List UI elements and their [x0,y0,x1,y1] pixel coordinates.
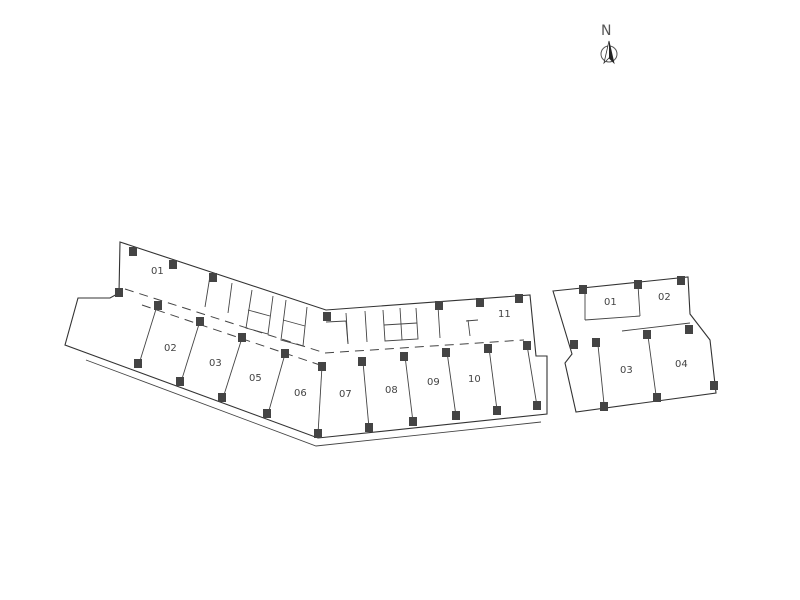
column [643,330,651,339]
east-divider [647,335,657,396]
column [685,325,693,334]
column [515,294,523,303]
unit-label-m06[interactable]: 06 [294,388,307,399]
core-partitions [204,275,479,347]
column [476,298,484,307]
column [634,280,642,289]
column [653,393,661,402]
unit-label-e02[interactable]: 02 [658,292,671,303]
column [281,349,289,358]
main-south-wall [85,359,542,447]
unit-label-m09[interactable]: 09 [427,377,440,388]
column [134,359,142,368]
compass-needle-fill [609,41,614,63]
column [314,429,322,438]
unit-label-m03[interactable]: 03 [209,358,222,369]
column [196,317,204,326]
column [533,401,541,410]
column [209,273,217,282]
unit-label-m01[interactable]: 01 [151,266,164,277]
column [484,344,492,353]
column [169,260,177,269]
column [129,247,137,256]
column [523,341,531,350]
column [677,276,685,285]
north-label: N [601,23,611,39]
east-columns [570,276,718,411]
column [154,301,162,310]
column [452,411,460,420]
column [115,288,123,297]
north-arrow: N [600,23,618,65]
unit-label-e01[interactable]: 01 [604,297,617,308]
column [218,393,226,402]
column [710,381,718,390]
unit-label-m08[interactable]: 08 [385,385,398,396]
unit-label-e03[interactable]: 03 [620,365,633,376]
column [176,377,184,386]
column [358,357,366,366]
column [318,362,326,371]
main-building: 01 02 03 05 06 07 08 09 10 11 [64,241,548,447]
unit-dividers [138,305,538,435]
column [238,333,246,342]
main-building-outline [64,241,548,439]
main-unit-labels: 01 02 03 05 06 07 08 09 10 11 [151,266,511,400]
corridor-line-south [141,304,321,366]
unit-label-m10[interactable]: 10 [468,374,481,385]
column [435,301,443,310]
column [263,409,271,418]
column [493,406,501,415]
unit-label-m11[interactable]: 11 [498,309,511,320]
column [592,338,600,347]
column [323,312,331,321]
column [442,348,450,357]
column [400,352,408,361]
east-building-outline [552,276,717,413]
column [365,423,373,432]
east-divider [597,344,605,405]
column [600,402,608,411]
main-columns [115,247,541,438]
east-building: 01 02 03 04 [552,276,718,413]
unit-label-e04[interactable]: 04 [675,359,688,370]
east-core [584,284,641,320]
east-corridor [584,315,691,332]
column [579,285,587,294]
column [409,417,417,426]
east-unit-labels: 01 02 03 04 [604,292,688,376]
unit-label-m02[interactable]: 02 [164,343,177,354]
unit-label-m05[interactable]: 05 [249,373,262,384]
column [570,340,578,349]
unit-label-m07[interactable]: 07 [339,389,352,400]
